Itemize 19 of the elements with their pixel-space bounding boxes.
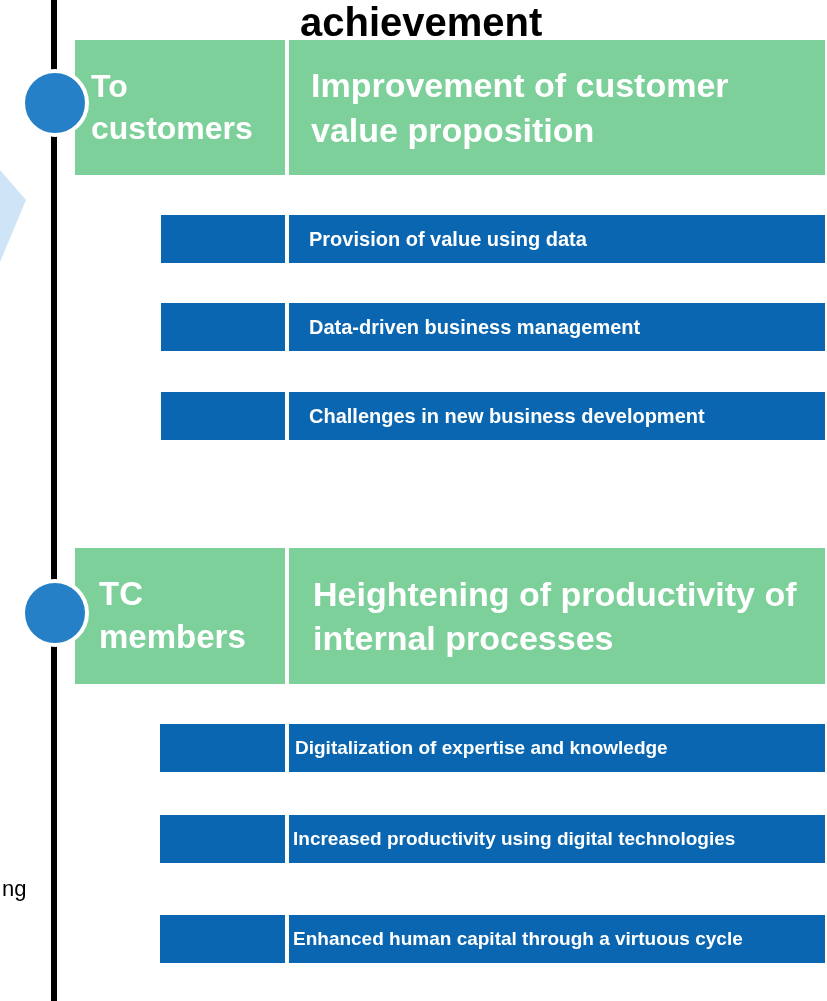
bar-block [160, 815, 285, 863]
bar-block [161, 215, 285, 263]
chevron-shape [0, 170, 26, 262]
bar-block [160, 915, 285, 963]
bar-block [161, 303, 285, 351]
heading-box: Heightening of productivity of internal processes [289, 548, 825, 684]
item-box: Provision of value using data [289, 215, 825, 263]
heading-box: TC members [75, 548, 285, 684]
item-box: Increased productivity using digital technologies [289, 815, 825, 863]
heading-text: achievement [300, 2, 543, 42]
item-box: Challenges in new business development [289, 392, 825, 440]
bar-block [160, 724, 285, 772]
item-box: Digitalization of expertise and knowledge [289, 724, 825, 772]
bar-block [161, 392, 285, 440]
side-text: ng [2, 878, 27, 900]
item-box: Data-driven business management [289, 303, 825, 351]
heading-box: To customers [75, 40, 285, 175]
heading-box: Improvement of customer value proposition [289, 40, 825, 175]
item-box: Enhanced human capital through a virtuous cycle [289, 915, 825, 963]
